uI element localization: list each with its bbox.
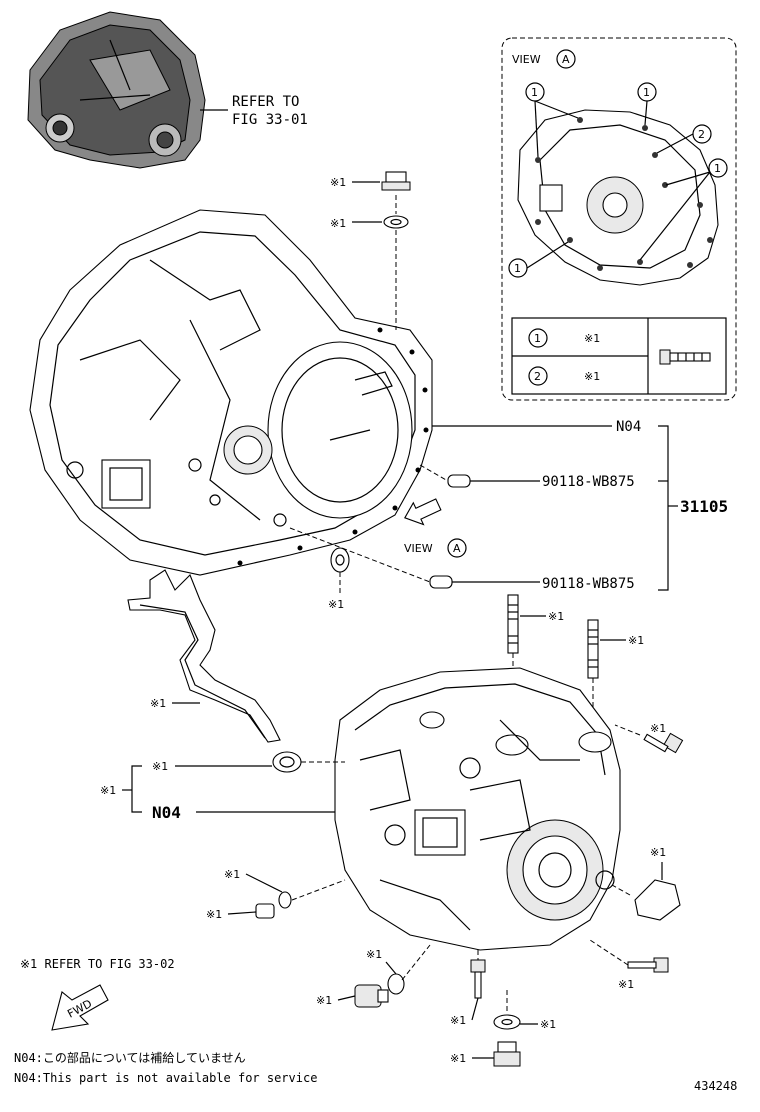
callout-2: 2 (698, 128, 705, 141)
ref-cover: ※1 (650, 846, 666, 859)
ref-plug-bottom: ※1 (316, 994, 332, 1007)
ref-seal: ※1 (152, 760, 168, 773)
refer-line-1: REFER TO (232, 94, 299, 110)
dowel-pin-a[interactable] (447, 474, 471, 488)
ref-stud-a: ※1 (548, 610, 564, 623)
transaxle-thumbnail[interactable] (27, 11, 206, 169)
legend-ref-2: ※1 (584, 370, 600, 383)
ref-pipe: ※1 (150, 697, 166, 710)
ref-plug-left: ※1 (206, 908, 222, 921)
legend-num-1: 1 (534, 332, 541, 345)
flange-bolt-icon (659, 349, 711, 365)
note-ja: N04:この部品については補給していません (14, 1050, 246, 1065)
callout-1-d: 1 (514, 262, 521, 275)
pn-assembly: 31105 (680, 497, 728, 516)
ref-washer-mid: ※1 (328, 598, 344, 611)
ref-washer-bottom: ※1 (366, 948, 382, 961)
footnote-ref: ※1 REFER TO FIG 33-02 (20, 957, 175, 971)
pn-n04-case: N04 (152, 803, 181, 822)
plug-base[interactable] (493, 1041, 521, 1067)
case-bolt-bottom[interactable] (470, 959, 486, 999)
figure-id: 434248 (694, 1079, 737, 1093)
callout-1-c: 1 (714, 162, 721, 175)
washer-mid[interactable] (330, 547, 350, 573)
ref-washer-base: ※1 (540, 1018, 556, 1031)
inset-view-label: VIEW (512, 53, 541, 66)
ref-washer-top: ※1 (330, 217, 346, 230)
case-bolt-right[interactable] (643, 732, 684, 754)
view-a-inset: VIEW A 1 1 2 1 1 (501, 37, 737, 401)
callout-1-b: 1 (643, 86, 650, 99)
callout-1-a: 1 (531, 86, 538, 99)
washer-left[interactable] (278, 891, 292, 909)
drain-plug-top[interactable] (381, 171, 411, 191)
ref-bolt-lower-right: ※1 (618, 978, 634, 991)
stud-bolt-a[interactable] (507, 594, 519, 654)
inset-view-letter: A (562, 53, 570, 66)
legend-ref-1: ※1 (584, 332, 600, 345)
dowel-pin-b[interactable] (429, 575, 453, 589)
ref-bolt-right: ※1 (650, 722, 666, 735)
refer-line-2: FIG 33-01 (232, 112, 308, 128)
oil-seal[interactable] (272, 751, 302, 773)
stud-bolt-b[interactable] (587, 619, 599, 679)
ref-stud-b: ※1 (628, 634, 644, 647)
note-en: N04:This part is not available for servi… (14, 1071, 317, 1085)
ref-bolt-bottom: ※1 (450, 1014, 466, 1027)
drain-plug-bottom[interactable] (354, 984, 389, 1008)
washer-bottom[interactable] (387, 973, 405, 995)
transmission-case[interactable] (334, 667, 621, 951)
washer-top[interactable] (383, 215, 409, 229)
ref-plug-top: ※1 (330, 176, 346, 189)
view-a-arrow-icon (404, 498, 442, 526)
oil-pipe[interactable] (127, 569, 281, 743)
ref-washer-left: ※1 (224, 868, 240, 881)
pn-n04-housing: N04 (616, 419, 641, 435)
view-arrow-label: VIEW (404, 542, 433, 555)
view-arrow-letter: A (453, 542, 461, 555)
washer-base[interactable] (493, 1014, 521, 1030)
case-bolt-lower-right[interactable] (627, 957, 669, 973)
ref-plug-base: ※1 (450, 1052, 466, 1065)
ref-group: ※1 (100, 784, 116, 797)
plug-left[interactable] (255, 903, 275, 919)
legend-num-2: 2 (534, 370, 541, 383)
pn-pin-b: 90118-WB875 (542, 576, 635, 592)
cover-plate[interactable] (634, 879, 681, 921)
clutch-housing[interactable] (29, 209, 433, 576)
pn-pin-a: 90118-WB875 (542, 474, 635, 490)
fwd-arrow-icon (51, 984, 109, 1031)
